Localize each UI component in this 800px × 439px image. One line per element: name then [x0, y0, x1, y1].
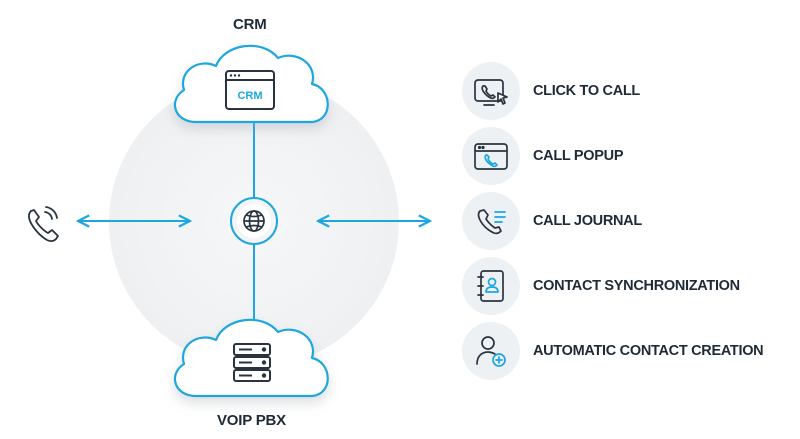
feature-click-to-call: CLICK TO CALL	[462, 62, 792, 120]
browser-window-icon: CRM	[225, 70, 275, 110]
call-popup-icon	[474, 143, 508, 170]
feature-call-popup: CALL POPUP	[462, 127, 792, 185]
feature-label: CONTACT SYNCHRONIZATION	[533, 278, 740, 294]
feature-label: CLICK TO CALL	[533, 83, 640, 99]
click-to-call-icon	[474, 79, 508, 106]
call-journal-icon	[477, 209, 506, 235]
globe-icon	[243, 210, 265, 232]
feature-label: CALL POPUP	[533, 148, 624, 164]
phone-ringing-icon	[28, 206, 59, 242]
server-stack-icon	[233, 343, 271, 382]
feature-contact-synchronization: CONTACT SYNCHRONIZATION	[462, 257, 792, 315]
feature-label: CALL JOURNAL	[533, 213, 642, 229]
crm-cloud	[173, 44, 329, 124]
crm-node-label: CRM	[233, 16, 267, 33]
contact-book-icon	[477, 270, 504, 302]
feature-automatic-contact-creation: AUTOMATIC CONTACT CREATION	[462, 322, 792, 380]
crm-window-text: CRM	[237, 90, 262, 102]
feature-list: CLICK TO CALL CALL POPUP CALL JOURNAL	[462, 0, 800, 439]
feature-label: AUTOMATIC CONTACT CREATION	[533, 343, 764, 359]
feature-call-journal: CALL JOURNAL	[462, 192, 792, 250]
pbx-node-label: VOIP PBX	[217, 412, 286, 429]
add-contact-icon	[476, 336, 506, 367]
